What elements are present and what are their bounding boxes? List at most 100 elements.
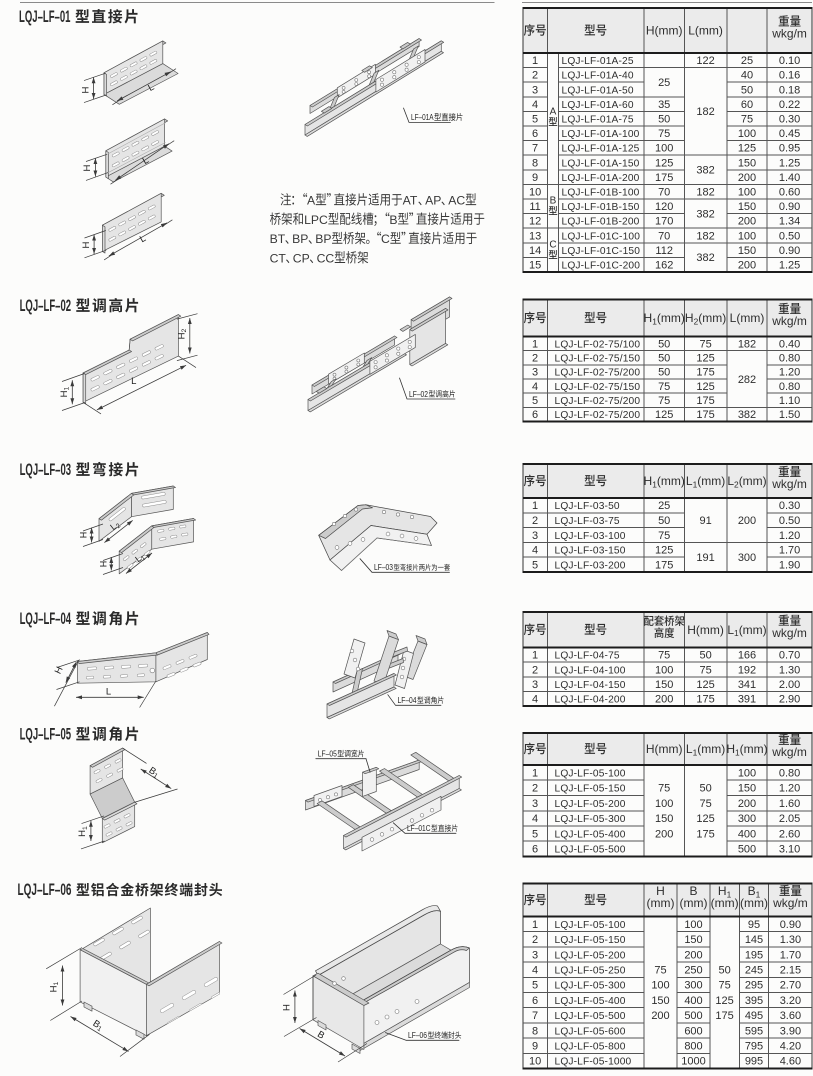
svg-text:50: 50 xyxy=(658,367,670,379)
svg-text:LQJ-LF-02-75/150: LQJ-LF-02-75/150 xyxy=(555,382,641,393)
svg-text:(mm): (mm) xyxy=(711,896,739,910)
svg-text:6: 6 xyxy=(532,995,538,1007)
svg-text:125: 125 xyxy=(696,353,714,365)
svg-text:8: 8 xyxy=(532,157,538,169)
svg-text:LQJ-LF-05-250: LQJ-LF-05-250 xyxy=(555,966,626,977)
svg-text:495: 495 xyxy=(745,1010,763,1022)
svg-text:150: 150 xyxy=(655,679,673,691)
svg-text:120: 120 xyxy=(655,201,673,213)
svg-text:3: 3 xyxy=(532,679,538,691)
svg-text:182: 182 xyxy=(696,187,714,199)
svg-text:182: 182 xyxy=(696,230,714,242)
svg-text:0.80: 0.80 xyxy=(779,381,800,393)
svg-text:1: 1 xyxy=(532,500,538,512)
svg-text:2: 2 xyxy=(532,515,538,527)
svg-text:L(mm): L(mm) xyxy=(730,311,765,325)
svg-text:H(mm): H(mm) xyxy=(646,742,683,756)
svg-text:3: 3 xyxy=(532,84,538,96)
svg-text:2.90: 2.90 xyxy=(779,694,800,706)
svg-text:100: 100 xyxy=(655,798,673,810)
svg-text:0.80: 0.80 xyxy=(779,353,800,365)
svg-text:75: 75 xyxy=(654,965,666,977)
svg-text:B: B xyxy=(550,196,557,207)
svg-text:H: H xyxy=(281,1004,292,1011)
svg-text:wkg/m: wkg/m xyxy=(771,27,807,41)
svg-text:245: 245 xyxy=(745,965,763,977)
svg-text:LQJ-LF-01A-50: LQJ-LF-01A-50 xyxy=(562,85,634,96)
svg-text:BP: BP xyxy=(292,232,308,246)
svg-text:1: 1 xyxy=(532,767,538,779)
svg-text:100: 100 xyxy=(738,767,756,779)
svg-text:1.25: 1.25 xyxy=(779,157,800,169)
svg-text:75: 75 xyxy=(658,128,670,140)
svg-text:LF–03: LF–03 xyxy=(374,563,393,572)
svg-text:H: H xyxy=(656,884,665,898)
svg-text:LPC: LPC xyxy=(304,213,328,227)
svg-text:75: 75 xyxy=(741,114,753,126)
svg-text:1.20: 1.20 xyxy=(779,530,800,542)
svg-text:LQJ-LF-02-75/200: LQJ-LF-02-75/200 xyxy=(555,410,641,421)
svg-text:50: 50 xyxy=(699,650,711,662)
svg-text:150: 150 xyxy=(738,783,756,795)
svg-text:B: B xyxy=(689,884,697,898)
svg-text:9: 9 xyxy=(532,172,538,184)
svg-text:LF–05: LF–05 xyxy=(318,750,337,759)
svg-text:B: B xyxy=(389,213,397,227)
svg-text:1.90: 1.90 xyxy=(779,559,800,571)
svg-text:40: 40 xyxy=(741,70,753,82)
svg-text:995: 995 xyxy=(745,1056,763,1068)
svg-text:175: 175 xyxy=(696,409,714,421)
svg-text:2: 2 xyxy=(532,70,538,82)
svg-text:382: 382 xyxy=(696,208,714,220)
svg-text:175: 175 xyxy=(655,559,673,571)
svg-text:LQJ-LF-03-200: LQJ-LF-03-200 xyxy=(555,560,626,571)
svg-text:125: 125 xyxy=(738,143,756,155)
svg-text:wkg/m: wkg/m xyxy=(772,896,808,910)
svg-text:LQJ-LF-04-100: LQJ-LF-04-100 xyxy=(555,665,626,676)
svg-text:1.30: 1.30 xyxy=(780,934,801,946)
svg-text:C: C xyxy=(549,240,556,251)
svg-text:LF–06: LF–06 xyxy=(408,1031,427,1040)
svg-text:B1: B1 xyxy=(90,1018,105,1033)
svg-text:LQJ-LF-01A-75: LQJ-LF-01A-75 xyxy=(562,115,634,126)
svg-text:100: 100 xyxy=(651,980,669,992)
svg-text:H: H xyxy=(79,532,89,539)
svg-text:595: 595 xyxy=(745,1025,763,1037)
svg-text:2: 2 xyxy=(532,664,538,676)
svg-text:L2(mm): L2(mm) xyxy=(727,474,766,489)
svg-text:382: 382 xyxy=(738,409,756,421)
svg-text:H: H xyxy=(80,86,91,93)
svg-text:BT: BT xyxy=(270,232,286,246)
svg-text:H1: H1 xyxy=(77,826,89,837)
svg-text:0.16: 0.16 xyxy=(779,70,800,82)
svg-text:LQJ-LF-05-100: LQJ-LF-05-100 xyxy=(555,920,626,931)
svg-text:50: 50 xyxy=(741,84,753,96)
svg-text:13: 13 xyxy=(529,230,541,242)
svg-text:200: 200 xyxy=(655,694,673,706)
svg-text:LF–01C: LF–01C xyxy=(407,824,431,833)
svg-text:200: 200 xyxy=(738,172,756,184)
svg-text:170: 170 xyxy=(655,216,673,228)
svg-text:75: 75 xyxy=(658,395,670,407)
svg-text:5: 5 xyxy=(532,395,538,407)
svg-text:50: 50 xyxy=(658,338,670,350)
svg-text:L1(mm): L1(mm) xyxy=(727,623,766,638)
svg-text:14: 14 xyxy=(529,245,541,257)
svg-text:1: 1 xyxy=(532,55,538,67)
svg-text:11: 11 xyxy=(529,201,540,213)
svg-text:C: C xyxy=(381,232,390,246)
svg-text:0.90: 0.90 xyxy=(779,201,800,213)
svg-text:LQJ-LF-01C-200: LQJ-LF-01C-200 xyxy=(562,261,641,272)
svg-text:795: 795 xyxy=(745,1041,763,1053)
svg-text:400: 400 xyxy=(684,995,702,1007)
svg-text:100: 100 xyxy=(655,143,673,155)
svg-text:0.10: 0.10 xyxy=(779,55,800,67)
svg-text:4.20: 4.20 xyxy=(780,1041,801,1053)
svg-text:50: 50 xyxy=(699,783,711,795)
svg-text:2: 2 xyxy=(532,934,538,946)
svg-text:LQJ–LF–04: LQJ–LF–04 xyxy=(20,610,72,628)
svg-text:(mm): (mm) xyxy=(740,896,768,910)
svg-text:LQJ-LF-05-200: LQJ-LF-05-200 xyxy=(555,799,626,810)
svg-text:H: H xyxy=(82,164,93,171)
svg-text:B1: B1 xyxy=(146,765,161,780)
